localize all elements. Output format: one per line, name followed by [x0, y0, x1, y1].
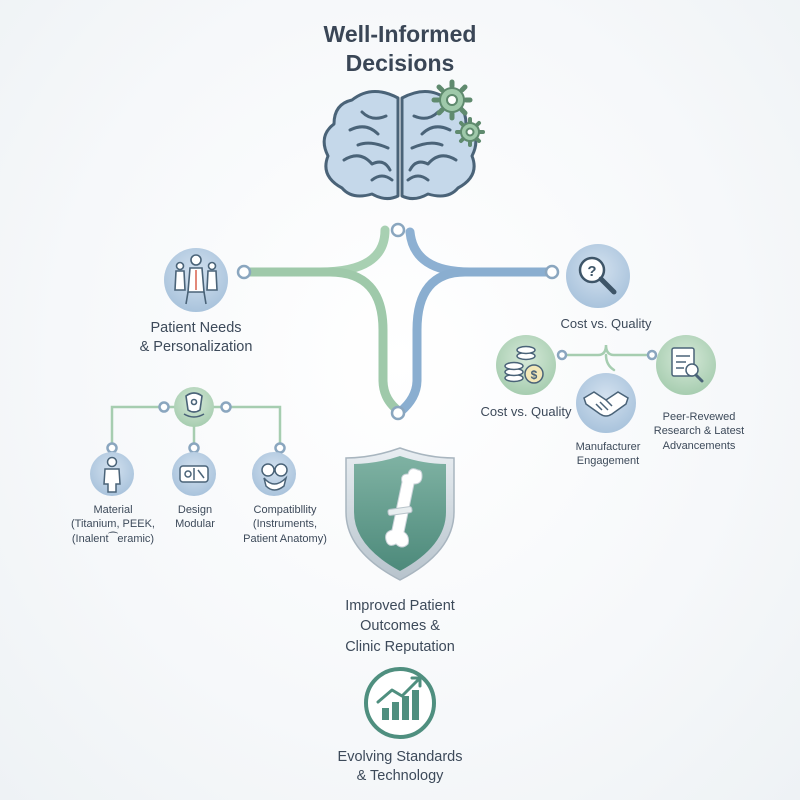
footer-label: Evolving Standards & Technology [337, 749, 463, 784]
joint-compatibility-icon [261, 463, 288, 491]
material-node [90, 452, 134, 496]
implant-hub-icon [183, 392, 205, 418]
outcome-label: Improved Patient Outcomes & Clinic Reput… [345, 598, 455, 655]
patient-figure-icon [103, 456, 121, 493]
svg-text:?: ? [587, 263, 596, 280]
implant-hub-node [174, 387, 214, 427]
research-node [656, 335, 716, 395]
compatibility-node [252, 452, 296, 496]
handshake-icon [583, 391, 629, 417]
cost-label: Cost vs. Quality [480, 404, 572, 419]
bone-shield-icon [345, 447, 455, 581]
modular-design-icon [179, 465, 209, 483]
brain-icon [322, 90, 478, 201]
design-label: Design Modular [175, 504, 215, 531]
design-node [172, 452, 216, 496]
small-gear-icon [455, 117, 485, 147]
human-anatomy-icon [174, 254, 218, 305]
magnifier-question-icon: ? [578, 256, 617, 295]
manufacturer-node [576, 373, 636, 433]
connector-nodes [106, 222, 658, 454]
patient-needs-node [164, 248, 228, 312]
gear-icon [431, 79, 473, 121]
page-title: Well-Informed Decisions [250, 20, 550, 78]
title-line-1: Well-Informed [323, 21, 477, 47]
material-label: Material (Titanium, PEEK, (Inalent⁀erami… [71, 504, 155, 545]
svg-text:$: $ [531, 368, 538, 382]
compatibility-label: Compatibllity (Instruments, Patient Anat… [243, 504, 327, 545]
cost-node: $ [496, 335, 556, 395]
research-document-icon [671, 347, 704, 383]
coins-dollar-icon: $ [504, 345, 544, 384]
cost-quality-node: ? [566, 244, 630, 308]
cost-quality-label: Cost vs. Quality [560, 316, 652, 331]
manufacturer-label: Manufacturer Engagement [575, 441, 641, 468]
research-label: Peer-Revewed Research & Latest Advanceme… [653, 411, 745, 452]
growth-chart-icon [364, 667, 436, 739]
patient-needs-label: Patient Needs & Personalization [139, 320, 253, 355]
title-line-2: Decisions [345, 50, 455, 76]
